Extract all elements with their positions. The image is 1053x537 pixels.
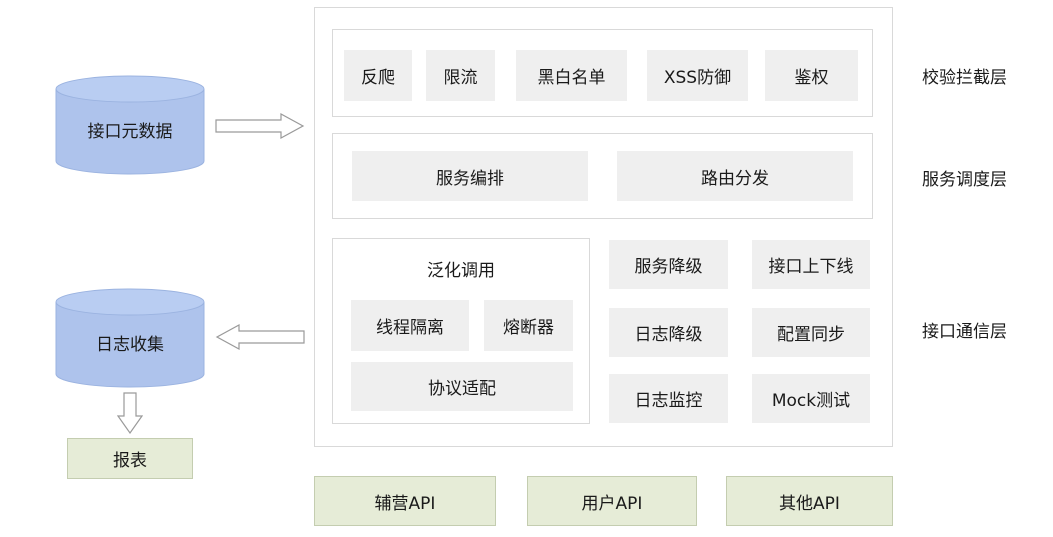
database-icon [55, 288, 205, 388]
log-collection-label: 日志收集 [96, 334, 164, 355]
aux-api-box: 辅营API [314, 476, 496, 526]
rate-limit-box: 限流 [426, 50, 495, 101]
interface-online-offline-box: 接口上下线 [752, 240, 870, 289]
generic-call-title: 泛化调用 [427, 260, 495, 281]
anti-crawler-box: 反爬 [344, 50, 412, 101]
log-collection-cylinder: 日志收集 [55, 288, 205, 388]
scheduling-layer-label: 服务调度层 [922, 169, 1007, 190]
config-sync-box: 配置同步 [752, 308, 870, 357]
service-degrade-box: 服务降级 [609, 240, 728, 289]
user-api-box: 用户API [527, 476, 697, 526]
communication-layer-label: 接口通信层 [922, 321, 1007, 342]
interface-metadata-label: 接口元数据 [87, 121, 173, 142]
thread-isolation-box: 线程隔离 [351, 300, 469, 351]
report-box: 报表 [67, 438, 193, 479]
arrow-left-icon [215, 324, 305, 350]
black-white-list-box: 黑白名单 [516, 50, 627, 101]
database-icon [55, 75, 205, 175]
validation-layer-label: 校验拦截层 [922, 67, 1007, 88]
log-degrade-box: 日志降级 [609, 308, 728, 357]
arrow-down-icon [117, 392, 143, 434]
service-orchestration-box: 服务编排 [352, 151, 588, 201]
interface-metadata-cylinder: 接口元数据 [55, 75, 205, 175]
protocol-adapter-box: 协议适配 [351, 362, 573, 411]
circuit-breaker-box: 熔断器 [484, 300, 573, 351]
other-api-box: 其他API [726, 476, 893, 526]
xss-defense-box: XSS防御 [647, 50, 748, 101]
routing-dispatch-box: 路由分发 [617, 151, 853, 201]
mock-test-box: Mock测试 [752, 374, 870, 423]
auth-box: 鉴权 [765, 50, 858, 101]
arrow-right-icon [215, 113, 305, 139]
log-monitor-box: 日志监控 [609, 374, 728, 423]
